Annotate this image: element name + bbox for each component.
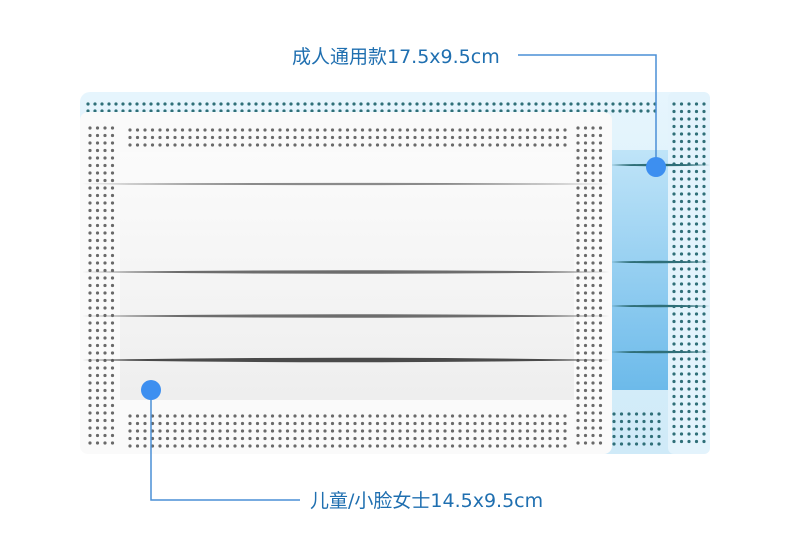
child-size-label: 儿童/小脸女士14.5x9.5cm [310, 490, 544, 512]
child-marker-circle-marker-icon [141, 380, 161, 400]
adult-mask-edge-dots [86, 102, 706, 446]
adult-mask-pleats [610, 163, 710, 354]
adult-size-label: 成人通用款17.5x9.5cm [292, 46, 500, 68]
adult-mask-right-panel [610, 150, 668, 390]
callouts [141, 54, 666, 501]
adult-callout-line [518, 54, 657, 166]
child-mask-pleats [82, 182, 610, 363]
child-mask-edge-dots [88, 126, 603, 448]
child-mask-center [120, 152, 574, 400]
adult-mask-ear-strip [668, 92, 710, 454]
child-mask [80, 112, 612, 454]
child-callout-line [150, 390, 300, 501]
adult-marker-circle-marker-icon [646, 157, 666, 177]
